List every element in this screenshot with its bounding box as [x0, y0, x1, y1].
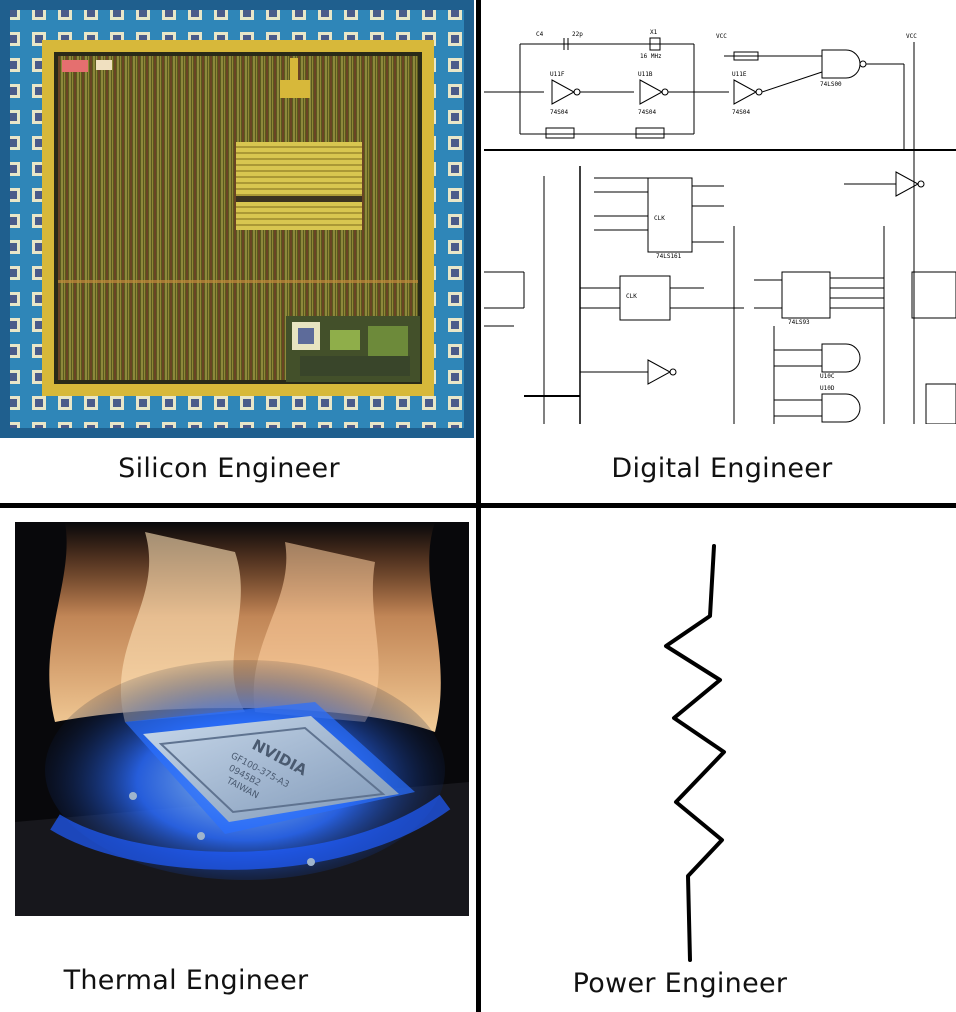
chip-die-icon: [0, 0, 474, 438]
schematic-label-inv3: 74S04: [732, 109, 750, 116]
schematic-label-u1f: U11F: [550, 71, 565, 78]
schematic-label-u1b: U11B: [638, 71, 653, 78]
schematic-label-inv2: 74S04: [638, 109, 656, 116]
burning-gpu-chip-icon: NVIDIA GF100-375-A3 0945B2 TAIWAN: [15, 522, 469, 916]
schematic-label-clk2: CLK: [626, 293, 637, 300]
power-caption: Power Engineer: [572, 968, 788, 999]
schematic-label-inv1: 74S04: [550, 109, 568, 116]
schematic-label-c: C4: [536, 31, 544, 38]
thermal-caption: Thermal Engineer: [63, 965, 309, 996]
schematic-label-counter: 74LS161: [656, 253, 682, 260]
schematic-label-u3: U10C: [820, 373, 835, 380]
silicon-caption: Silicon Engineer: [118, 453, 340, 484]
digital-panel-image: C4 22p X1 16 MHz U11F U11B U11E 74S04 74…: [484, 26, 956, 424]
schematic-label-freq: 16 MHz: [640, 53, 662, 60]
horizontal-divider: [0, 503, 956, 508]
schematic-label-cap: 22p: [572, 31, 583, 38]
logic-schematic-icon: C4 22p X1 16 MHz U11F U11B U11E 74S04 74…: [484, 29, 956, 424]
schematic-label-xtal: X1: [650, 29, 658, 36]
power-panel-image: [600, 540, 760, 970]
schematic-label-mux: 74LS93: [788, 319, 810, 326]
thermal-panel-image: NVIDIA GF100-375-A3 0945B2 TAIWAN: [15, 522, 469, 916]
schematic-label-clk1: CLK: [654, 215, 665, 222]
silicon-panel-image: [0, 0, 474, 438]
resistor-symbol-icon: [664, 544, 726, 962]
schematic-label-vcc: VCC: [716, 33, 727, 40]
schematic-label-vcc2: VCC: [906, 33, 917, 40]
schematic-label-u4: U10D: [820, 385, 835, 392]
schematic-label-nand: 74LS00: [820, 81, 842, 88]
schematic-label-u1e: U11E: [732, 71, 747, 78]
digital-caption: Digital Engineer: [611, 453, 833, 484]
